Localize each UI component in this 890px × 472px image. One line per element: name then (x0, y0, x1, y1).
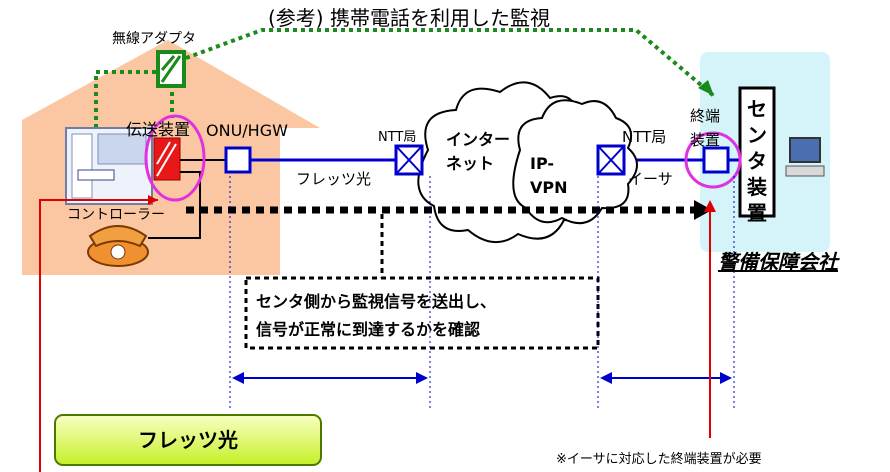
controller-buttons (77, 169, 115, 181)
internet-label-line2: ネット (446, 154, 495, 173)
internet-label-line1: インター (446, 130, 511, 149)
terminal-label-line1: 終端 (690, 107, 721, 125)
adapter-hatch (160, 55, 182, 83)
controller-slot (71, 133, 93, 199)
flets-span-right-head (416, 372, 428, 384)
ethernet-span-right-head (720, 372, 732, 384)
terminal-box (702, 146, 730, 174)
device-hatch (156, 143, 177, 177)
center-device-label: センタ装置 (747, 97, 767, 225)
ntt-station-left-label: NTT局 (378, 130, 417, 145)
terminal-highlight-circle (684, 131, 742, 189)
cellular-path-line (94, 70, 156, 128)
cellular-arrowhead (698, 80, 714, 96)
controller-screen (97, 133, 147, 165)
controller-label: コントローラー (67, 207, 165, 223)
ntt-station-right-label: NTT局 (622, 128, 667, 146)
footnote-text: ※イーサに対応した終端装置が必要 (556, 452, 762, 467)
red-right-arrowhead (704, 200, 716, 212)
onu-hgw-label: ONU/HGW (206, 121, 288, 140)
note-line1: センタ側から監視信号を送出し、 (256, 292, 497, 311)
onu-box (224, 146, 252, 174)
cellular-route-line (185, 28, 716, 98)
note-line2: 信号が正常に到達するかを確認 (256, 320, 481, 339)
center-device-box (738, 86, 776, 218)
device-highlight-circle (144, 114, 206, 202)
ipvpn-label: IP- VPN (530, 152, 568, 200)
terminal-label-line2: 装置 (690, 131, 721, 149)
ipvpn-label-line2: VPN (530, 178, 568, 197)
internet-label: インター ネット (446, 128, 510, 176)
flets-hikari-button[interactable]: フレッツ光 (54, 414, 322, 466)
page-title: (参考) 携帯電話を利用した監視 (268, 6, 550, 30)
ethernet-span-left-head (600, 372, 612, 384)
note-box (244, 276, 600, 350)
ipvpn-cloud (512, 99, 638, 225)
transmission-device-label: 伝送装置 (126, 120, 191, 139)
signal-arrowhead (694, 200, 712, 220)
device-hatch-2 (156, 141, 171, 165)
computer-icon (789, 137, 821, 163)
keyboard-shape (785, 165, 825, 177)
wireless-adapter-label: 無線アダプタ (112, 31, 196, 47)
ipvpn-label-line1: IP- (530, 154, 555, 173)
red-left-line (39, 199, 158, 472)
note-text: センタ側から監視信号を送出し、 信号が正常に到達するかを確認 (256, 288, 496, 344)
flets-line-label: フレッツ光 (296, 170, 372, 188)
security-company-label: 警備保障会社 (718, 250, 838, 274)
ntt-right-x2 (597, 145, 625, 175)
terminal-label: 終端 装置 (690, 104, 720, 152)
phone-link (148, 171, 201, 239)
telephone-icon (87, 225, 149, 267)
red-left-arrowhead (148, 195, 158, 205)
adapter-hatch-2 (160, 55, 176, 71)
ethernet-label: イーサ (628, 170, 673, 188)
flets-span-left-head (232, 372, 244, 384)
ntt-left-x2 (395, 145, 423, 175)
